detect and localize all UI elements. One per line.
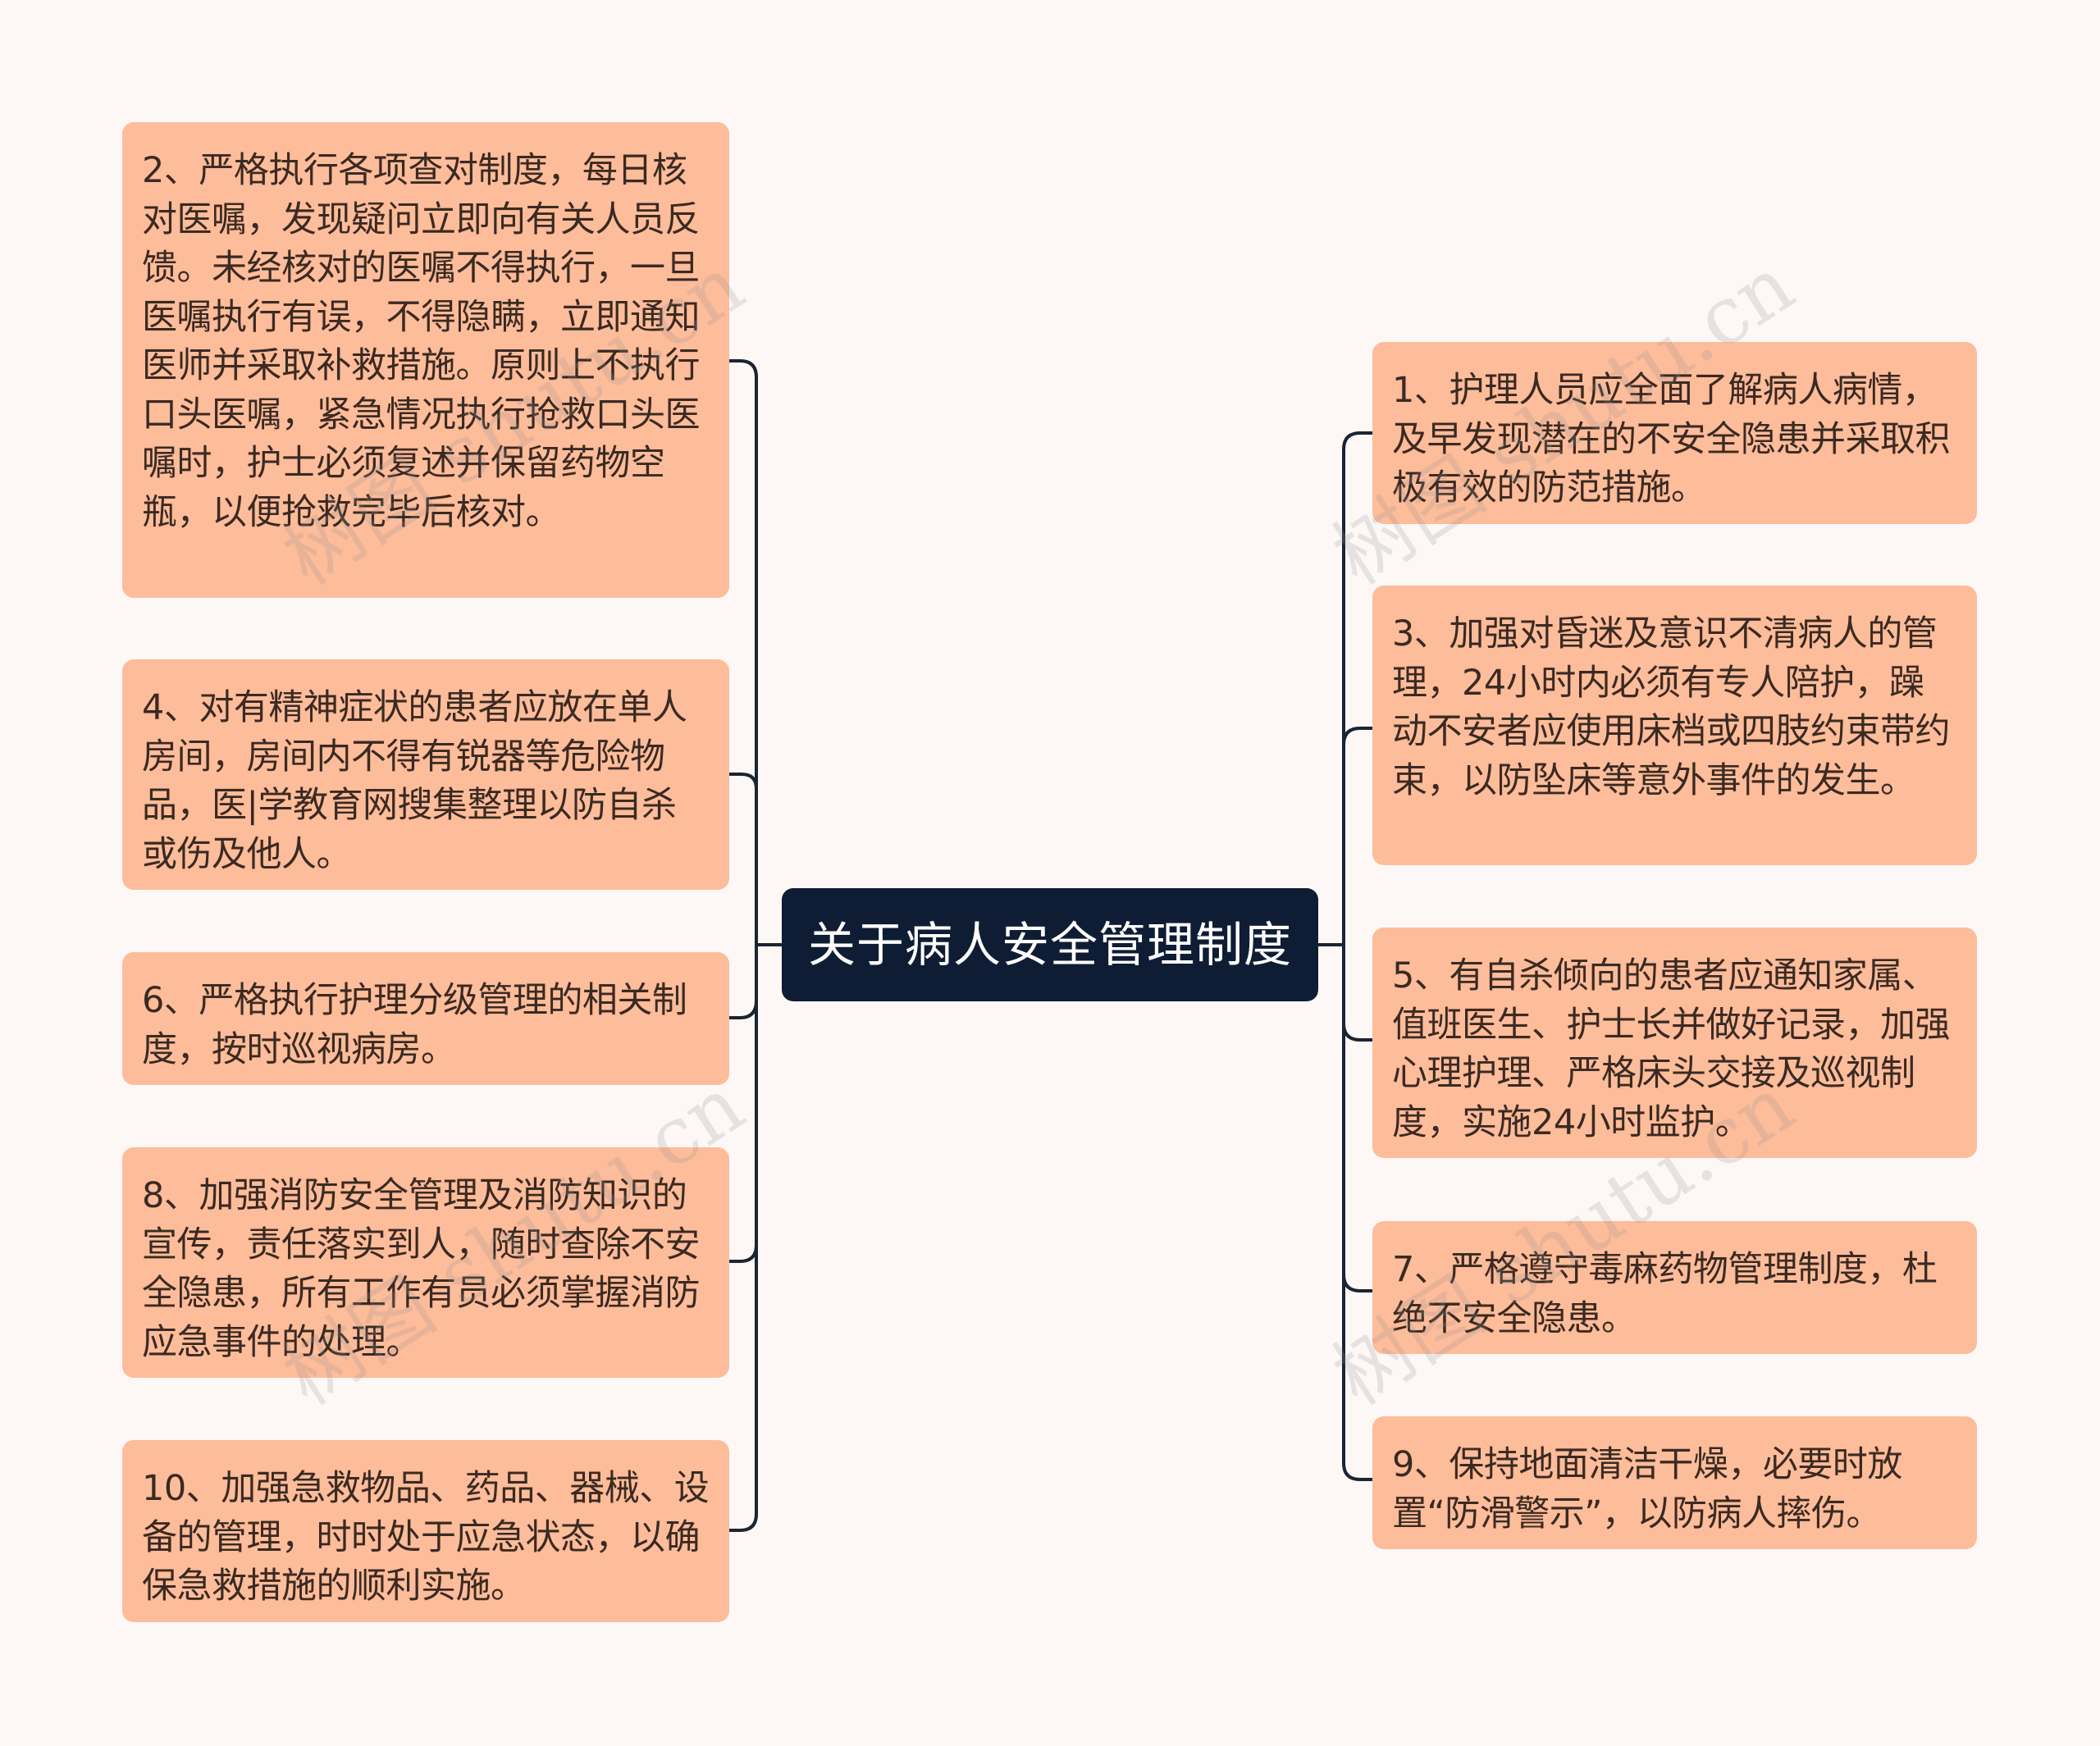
topic-node-left-2[interactable]: 4、对有精神症状的患者应放在单人房间，房间内不得有锐器等危险物品，医|学教育网搜… <box>122 659 729 890</box>
central-topic[interactable]: 关于病人安全管理制度 <box>782 888 1318 1001</box>
connector-left-5 <box>728 1512 758 1532</box>
connector-left-2 <box>728 773 758 791</box>
topic-node-right-2[interactable]: 3、加强对昏迷及意识不清病人的管理，24小时内必须有专人陪护，躁动不安者应使用床… <box>1372 586 1977 865</box>
topic-node-right-4[interactable]: 7、严格遵守毒麻药物管理制度，杜绝不安全隐患。 <box>1372 1221 1977 1354</box>
topic-node-left-4[interactable]: 8、加强消防安全管理及消防知识的宣传，责任落实到人，随时查除不安全隐患，所有工作… <box>122 1147 729 1378</box>
connector-right-4 <box>1342 1273 1373 1292</box>
connector-right-3 <box>1342 1022 1373 1042</box>
connector-right-1 <box>1342 431 1373 451</box>
topic-node-right-5[interactable]: 9、保持地面清洁干燥，必要时放置“防滑警示”，以防病人摔伤。 <box>1372 1416 1977 1549</box>
topic-node-right-1[interactable]: 1、护理人员应全面了解病人病情，及早发现潜在的不安全隐患并采取积极有效的防范措施… <box>1372 342 1977 524</box>
connector-left-4 <box>728 1243 758 1263</box>
topic-node-left-3[interactable]: 6、严格执行护理分级管理的相关制度，按时巡视病房。 <box>122 952 729 1085</box>
connector-right-5 <box>1342 1461 1373 1481</box>
topic-node-left-1[interactable]: 2、严格执行各项查对制度，每日核对医嘱，发现疑问立即向有关人员反馈。未经核对的医… <box>122 122 729 598</box>
connector-left-1 <box>728 359 758 379</box>
connector-left-3 <box>728 999 758 1019</box>
connector-right-2 <box>1342 727 1373 746</box>
topic-node-right-3[interactable]: 5、有自杀倾向的患者应通知家属、值班医生、护士长并做好记录，加强心理护理、严格床… <box>1372 928 1977 1158</box>
topic-node-left-5[interactable]: 10、加强急救物品、药品、器械、设备的管理，时时处于应急状态，以确保急救措施的顺… <box>122 1440 729 1622</box>
